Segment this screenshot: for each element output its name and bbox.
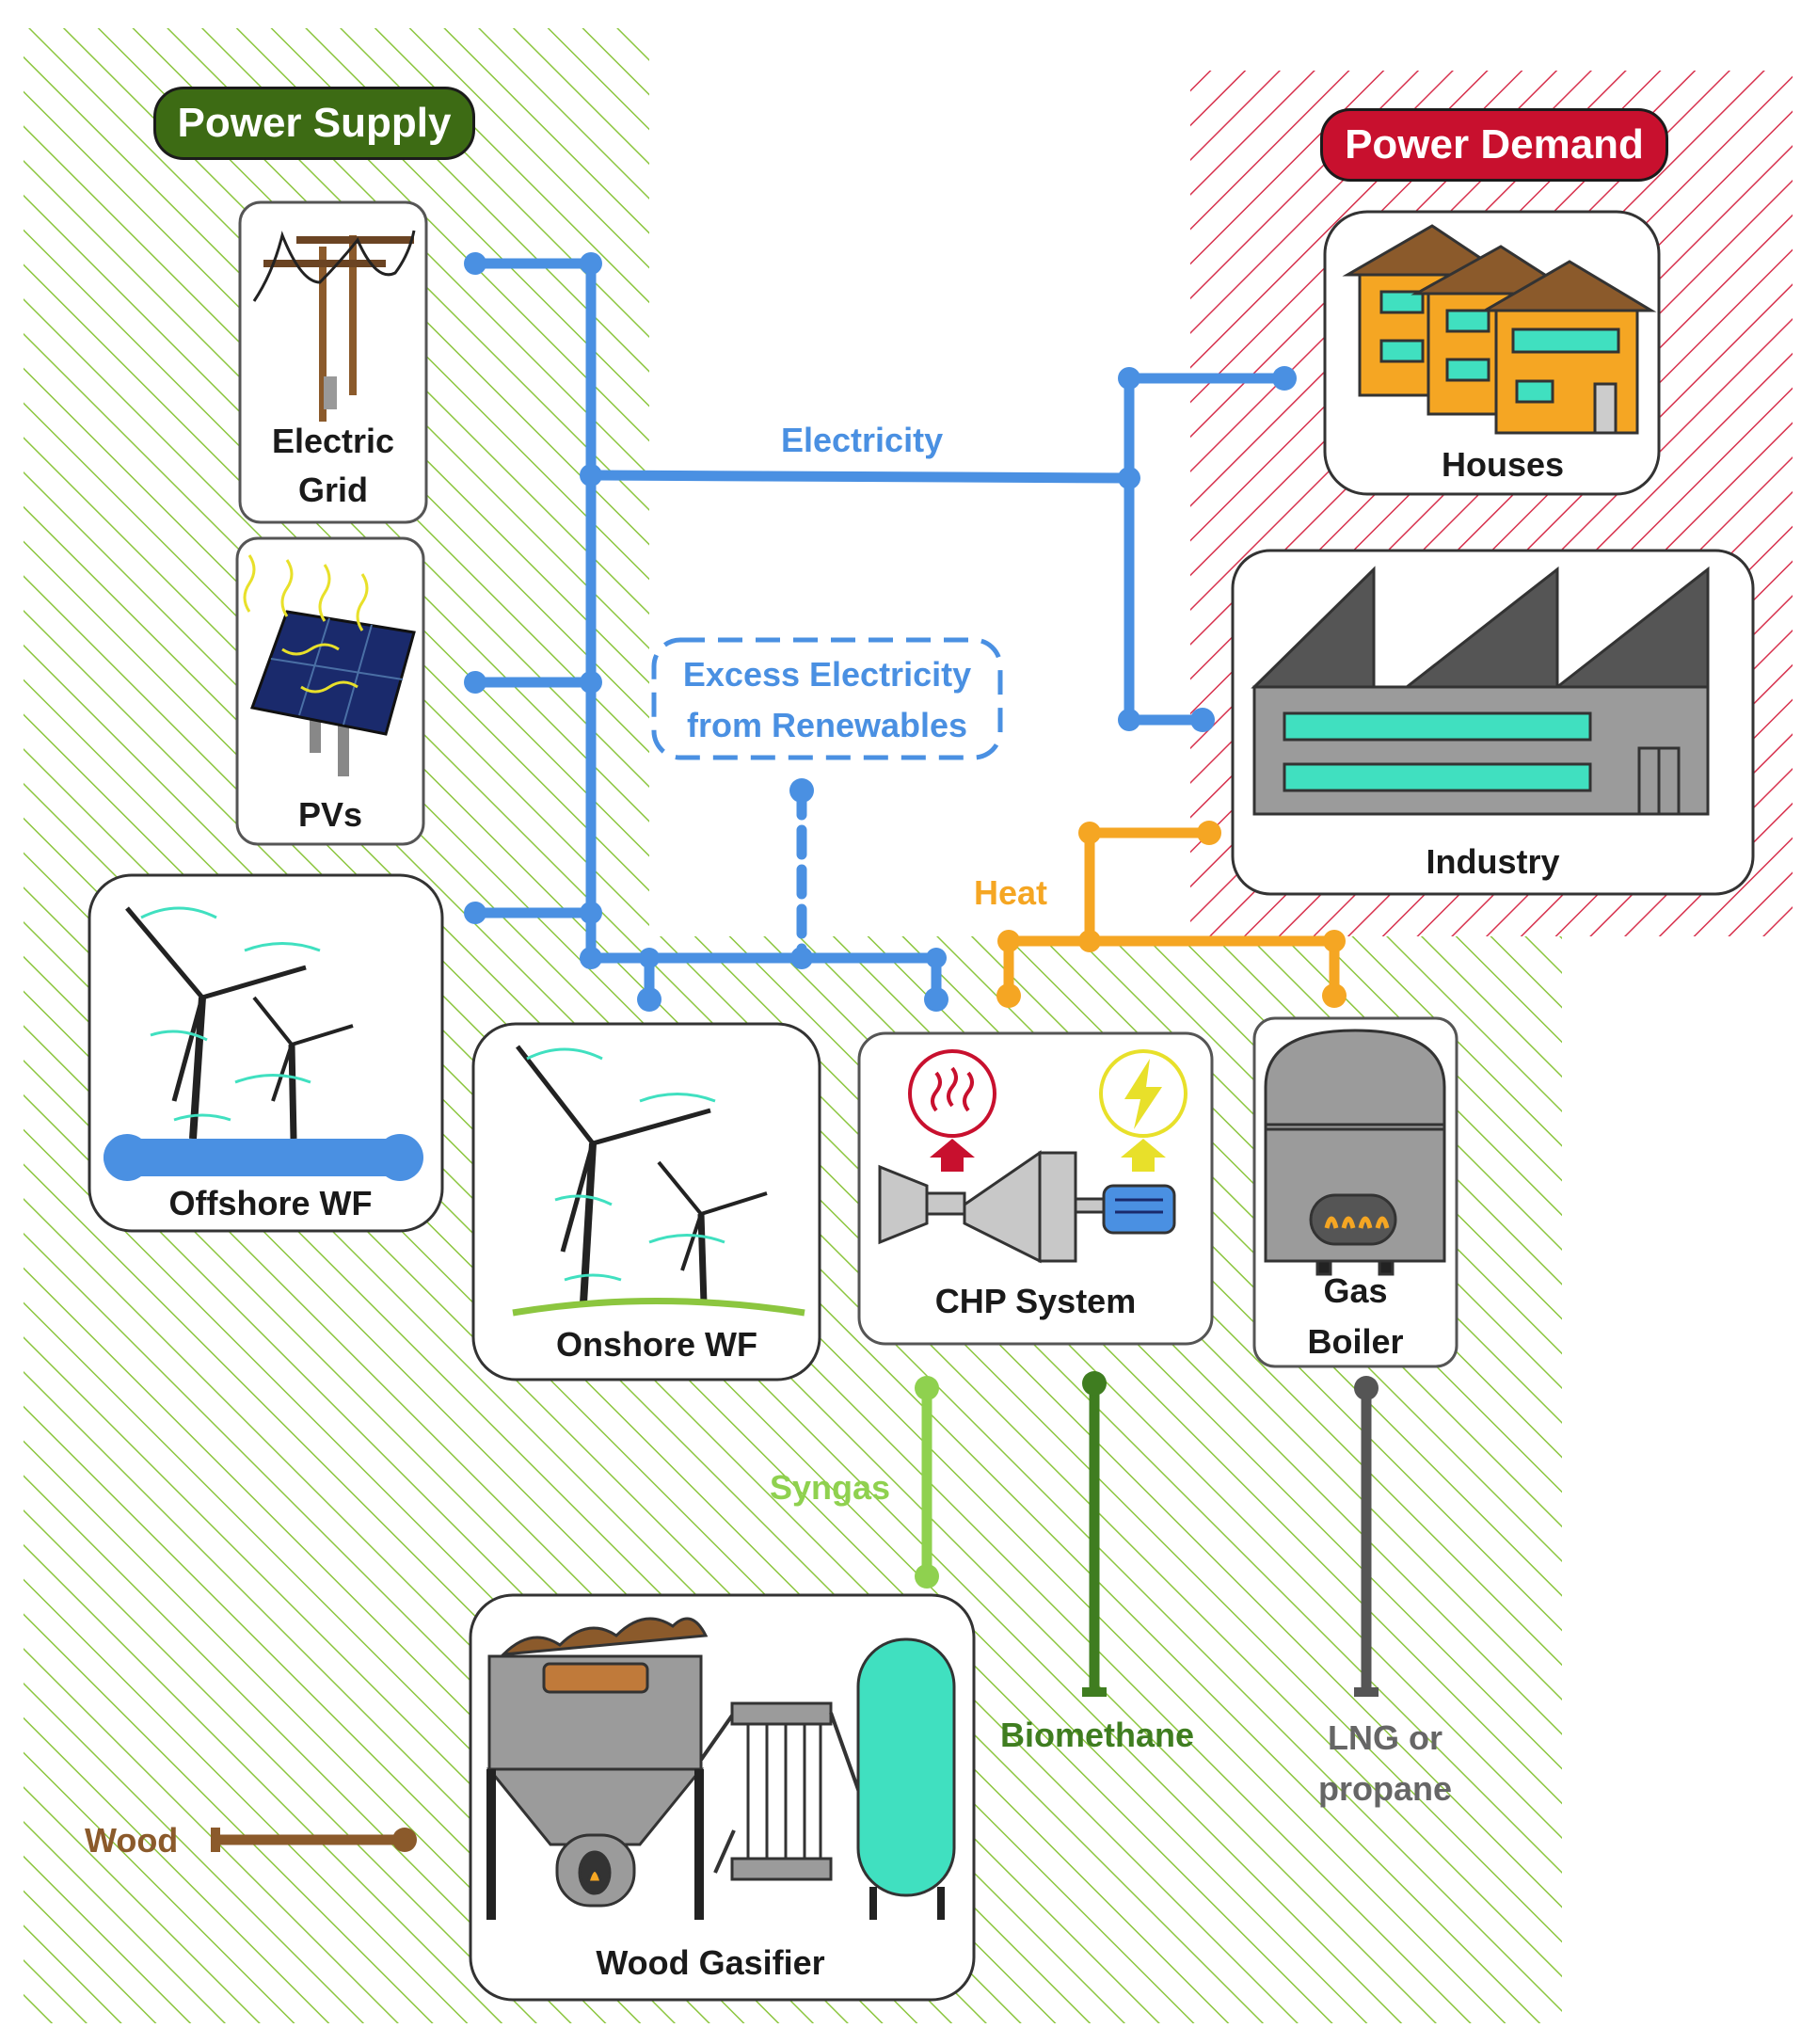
electric-grid-label: Electric Grid [271,422,395,509]
heat-flow-label: Heat [974,873,1048,912]
pvs-label: PVs [297,795,363,834]
lng-flow-label: LNG or propane [1317,1718,1452,1808]
power-pole-icon [252,230,416,422]
lightning-symbol-icon [1099,1049,1187,1172]
onshore-wf-label: Onshore WF [556,1325,757,1364]
industry-label: Industry [1426,842,1560,881]
lng-line [1354,1376,1379,1697]
houses-icon [1342,224,1657,435]
biomethane-line [1082,1371,1107,1697]
electricity-flow-label: Electricity [781,421,944,459]
excess-electricity-box [651,637,1003,760]
onshore-wf-box[interactable] [471,1022,821,1381]
turbine-generator-icon [878,1150,1176,1264]
wood-flow-label: Wood [85,1821,179,1860]
gas-boiler-icon [1264,1029,1446,1276]
wood-gasifier-icon [486,1617,956,1920]
solar-panel-icon [243,554,416,776]
offshore-wf-label: Offshore WF [168,1184,373,1222]
syngas-line [915,1376,939,1589]
electricity-nodes [464,252,1297,1012]
electric-grid-box[interactable] [238,200,428,524]
syngas-flow-label: Syngas [770,1468,891,1507]
power-supply-title: Power Supply [153,87,475,160]
onshore-wind-turbine-icon [512,1045,805,1317]
houses-label: Houses [1441,445,1565,484]
heat-nodes [996,821,1347,1008]
heat-symbol-icon [908,1049,996,1172]
factory-icon [1251,566,1710,816]
power-demand-title: Power Demand [1320,108,1668,182]
wood-gasifier-label: Wood Gasifier [596,1943,825,1982]
water-waves-icon [104,1134,423,1181]
biomethane-flow-label: Biomethane [1000,1716,1195,1754]
offshore-wind-turbine-icon [125,906,354,1140]
gas-boiler-label: Gas Boiler [1307,1271,1404,1361]
chp-system-label: CHP System [934,1282,1137,1320]
wood-line [211,1828,417,1852]
excess-electricity-label: Excess Electricity from Renewables [682,655,972,744]
